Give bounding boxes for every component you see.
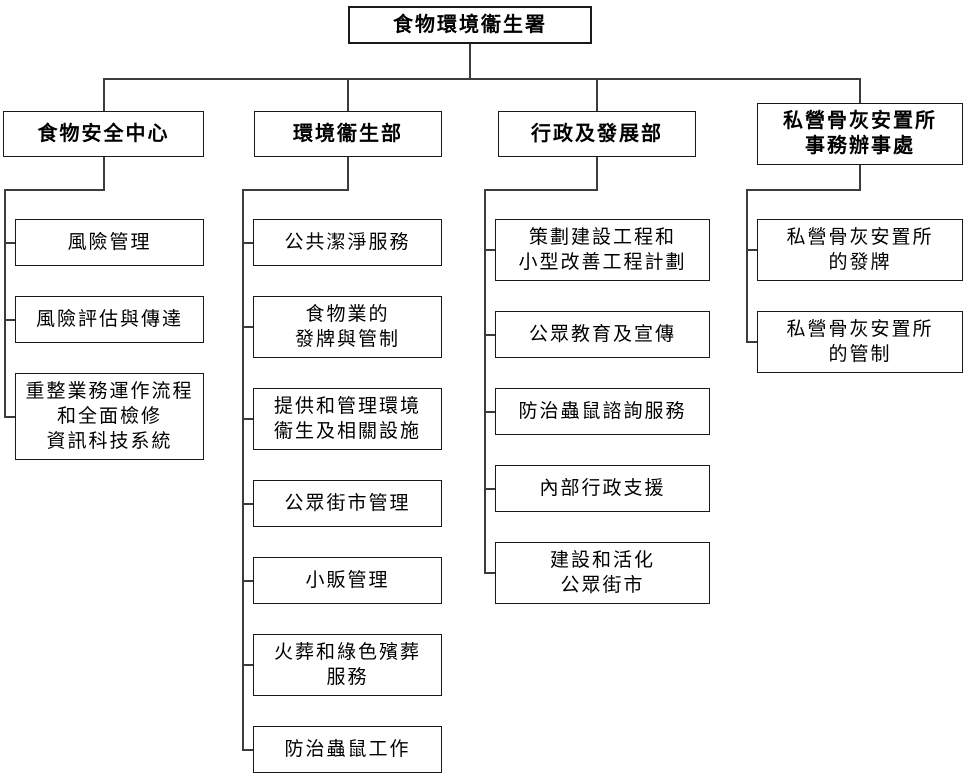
org-node: 重整業務運作流程和全面檢修資訊科技系統 xyxy=(15,373,204,460)
connector-line xyxy=(746,189,860,191)
org-node: 公眾街市管理 xyxy=(253,480,442,527)
connector-line xyxy=(242,502,253,505)
node-label-line: 公眾教育及宣傳 xyxy=(528,324,676,345)
connector-line xyxy=(484,572,495,574)
node-label-line: 發牌與管制 xyxy=(294,329,400,350)
node-label-line: 風險管理 xyxy=(67,232,152,253)
connector-line xyxy=(242,241,253,244)
connector-line xyxy=(4,189,6,417)
connector-line xyxy=(4,318,15,321)
org-node: 建設和活化公眾街市 xyxy=(495,542,710,604)
org-node: 小販管理 xyxy=(253,557,442,604)
node-label-line: 的發牌 xyxy=(828,252,892,273)
node-label-line: 防治蟲鼠諮詢服務 xyxy=(518,401,687,422)
connector-line xyxy=(484,249,495,251)
node-label-line: 環境衞生部 xyxy=(293,122,403,145)
connector-line xyxy=(242,189,244,750)
branch-column-admin-development: 行政及發展部 xyxy=(498,103,696,165)
branch-header: 行政及發展部 xyxy=(498,111,696,157)
connector-line xyxy=(596,78,598,111)
connector-line xyxy=(746,189,748,342)
node-label-line: 風險評估與傳達 xyxy=(35,309,183,330)
node-label-line: 小販管理 xyxy=(305,570,390,591)
node-label-line: 防治蟲鼠工作 xyxy=(284,739,411,760)
node-label-line: 小型改善工程計劃 xyxy=(518,252,687,273)
node-label-line: 和全面檢修 xyxy=(56,406,162,427)
connector-line xyxy=(4,415,15,418)
node-label-line: 資訊科技系統 xyxy=(46,431,173,452)
node-label-line: 重整業務運作流程 xyxy=(25,381,194,402)
connector-line xyxy=(347,78,349,111)
org-node: 提供和管理環境衞生及相關設施 xyxy=(253,388,442,450)
children-column: 風險管理風險評估與傳達重整業務運作流程和全面檢修資訊科技系統 xyxy=(15,219,204,460)
org-node: 火葬和綠色殯葬服務 xyxy=(253,634,442,696)
org-node: 食物業的發牌與管制 xyxy=(253,296,442,358)
connector-line xyxy=(746,249,757,251)
org-node: 私營骨灰安置所的管制 xyxy=(757,311,963,373)
branch-header: 食物安全中心 xyxy=(3,111,204,157)
connector-line xyxy=(242,418,253,420)
children-column: 私營骨灰安置所的發牌私營骨灰安置所的管制 xyxy=(757,219,963,373)
org-node: 風險管理 xyxy=(15,219,204,266)
node-label-line: 公眾街市管理 xyxy=(284,493,411,514)
node-label-line: 提供和管理環境 xyxy=(273,396,421,417)
node-label-line: 公眾街市 xyxy=(560,575,645,596)
node-label-line: 服務 xyxy=(326,667,369,688)
connector-line xyxy=(102,78,861,80)
branch-column-private-columbaria: 私營骨灰安置所事務辦事處 xyxy=(757,103,963,165)
node-label-line: 事務辦事處 xyxy=(805,135,915,157)
connector-line xyxy=(469,44,471,78)
connector-line xyxy=(242,189,348,191)
org-node: 防治蟲鼠諮詢服務 xyxy=(495,388,710,435)
connector-line xyxy=(4,189,104,191)
org-root-box: 食物環境衞生署 xyxy=(348,6,592,44)
connector-line xyxy=(242,326,253,328)
connector-line xyxy=(484,189,486,573)
org-node: 公眾教育及宣傳 xyxy=(495,311,710,358)
branch-column-food-safety: 食物安全中心 xyxy=(3,103,204,165)
node-label-line: 私營骨灰安置所 xyxy=(783,110,937,132)
node-label-line: 私營骨灰安置所 xyxy=(786,319,934,340)
connector-line xyxy=(484,333,495,336)
connector-line xyxy=(859,165,861,191)
connector-line xyxy=(4,241,15,244)
org-node: 策劃建設工程和小型改善工程計劃 xyxy=(495,219,710,281)
connector-line xyxy=(242,579,253,582)
branch-header: 私營骨灰安置所事務辦事處 xyxy=(757,103,963,165)
branch-column-environmental-hygiene: 環境衞生部 xyxy=(254,103,442,165)
connector-line xyxy=(484,487,495,490)
org-node: 防治蟲鼠工作 xyxy=(253,726,442,773)
node-label-line: 行政及發展部 xyxy=(531,122,663,145)
node-label-line: 內部行政支援 xyxy=(539,478,666,499)
branch-header: 環境衞生部 xyxy=(254,111,442,157)
org-node: 公共潔淨服務 xyxy=(253,219,442,266)
connector-line xyxy=(596,157,598,191)
connector-line xyxy=(242,748,253,751)
org-node: 私營骨灰安置所的發牌 xyxy=(757,219,963,281)
node-label-line: 火葬和綠色殯葬 xyxy=(273,642,421,663)
connector-line xyxy=(347,157,349,191)
node-label-line: 建設和活化 xyxy=(549,550,655,571)
org-node: 內部行政支援 xyxy=(495,465,710,512)
connector-line xyxy=(859,78,861,103)
connector-line xyxy=(746,341,757,343)
connector-line xyxy=(484,410,495,413)
children-column: 策劃建設工程和小型改善工程計劃公眾教育及宣傳防治蟲鼠諮詢服務內部行政支援建設和活… xyxy=(495,219,710,604)
connector-line xyxy=(242,664,253,666)
node-label-line: 策劃建設工程和 xyxy=(528,227,676,248)
node-label-line: 食物安全中心 xyxy=(37,122,170,145)
node-label-line: 公共潔淨服務 xyxy=(284,232,411,253)
node-label-line: 私營骨灰安置所 xyxy=(786,227,934,248)
children-column: 公共潔淨服務食物業的發牌與管制提供和管理環境衞生及相關設施公眾街市管理小販管理火… xyxy=(253,219,442,773)
node-label-line: 衞生及相關設施 xyxy=(273,421,421,442)
org-node: 風險評估與傳達 xyxy=(15,296,204,343)
node-label-line: 食物業的 xyxy=(305,304,390,325)
node-label-line: 的管制 xyxy=(828,344,892,365)
connector-line xyxy=(102,157,105,191)
connector-line xyxy=(102,78,105,111)
connector-line xyxy=(484,189,597,191)
